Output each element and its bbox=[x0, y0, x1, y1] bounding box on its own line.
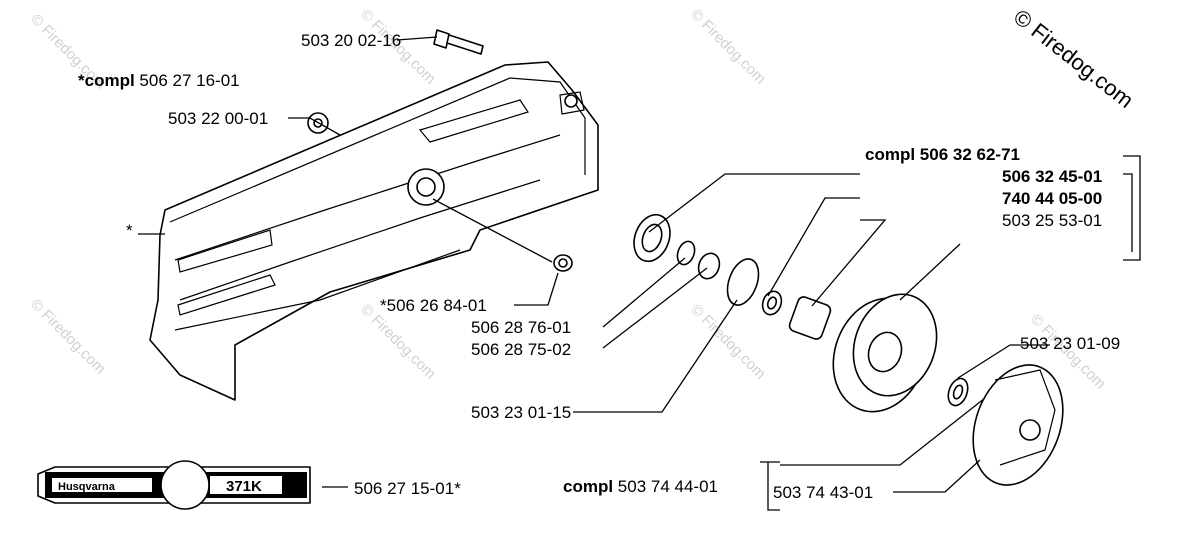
label-washer: 503 23 01-15 bbox=[471, 403, 571, 422]
label-ring1: 506 28 76-01 bbox=[471, 318, 571, 337]
label-clutch-washer: 503 23 01-09 bbox=[1020, 334, 1120, 353]
watermark: © Firedog.com bbox=[687, 6, 769, 88]
label-ring2: 506 28 75-02 bbox=[471, 340, 571, 359]
label-bolt: 503 20 02-16 bbox=[301, 31, 401, 50]
decal-model: 371K bbox=[226, 478, 262, 495]
label-cover: * bbox=[126, 221, 133, 240]
label-nut: 503 22 00-01 bbox=[168, 109, 268, 128]
copyright-text: © Firedog.com bbox=[1009, 4, 1138, 113]
label-drum-part2: 740 44 05-00 bbox=[1002, 189, 1102, 208]
watermark: © Firedog.com bbox=[27, 296, 109, 378]
label-decal: 506 27 15-01* bbox=[354, 479, 461, 498]
label-drum-compl: compl 506 32 62-71 bbox=[865, 145, 1020, 164]
bolt-part bbox=[433, 29, 484, 55]
clutch-part bbox=[947, 364, 1064, 486]
label-drum-part3: 503 25 53-01 bbox=[1002, 211, 1102, 230]
decal-brand: Husqvarna bbox=[58, 481, 116, 493]
drum-assembly-part bbox=[633, 213, 938, 413]
label-drum-part1: 506 32 45-01 bbox=[1002, 167, 1102, 186]
label-cover-compl: *compl 506 27 16-01 bbox=[78, 71, 240, 90]
bushing-part bbox=[553, 254, 573, 272]
label-clutch-part: 503 74 43-01 bbox=[773, 483, 873, 502]
label-clutch-compl: compl 503 74 44-01 bbox=[563, 477, 718, 496]
clutch-cover-part bbox=[149, 61, 599, 401]
label-bushing: *506 26 84-01 bbox=[380, 296, 487, 315]
leader-lines bbox=[138, 36, 1141, 511]
part-labels: 503 20 02-16 *compl 506 27 16-01 503 22 … bbox=[78, 31, 1120, 502]
decal-part: Husqvarna 371K bbox=[37, 460, 311, 510]
